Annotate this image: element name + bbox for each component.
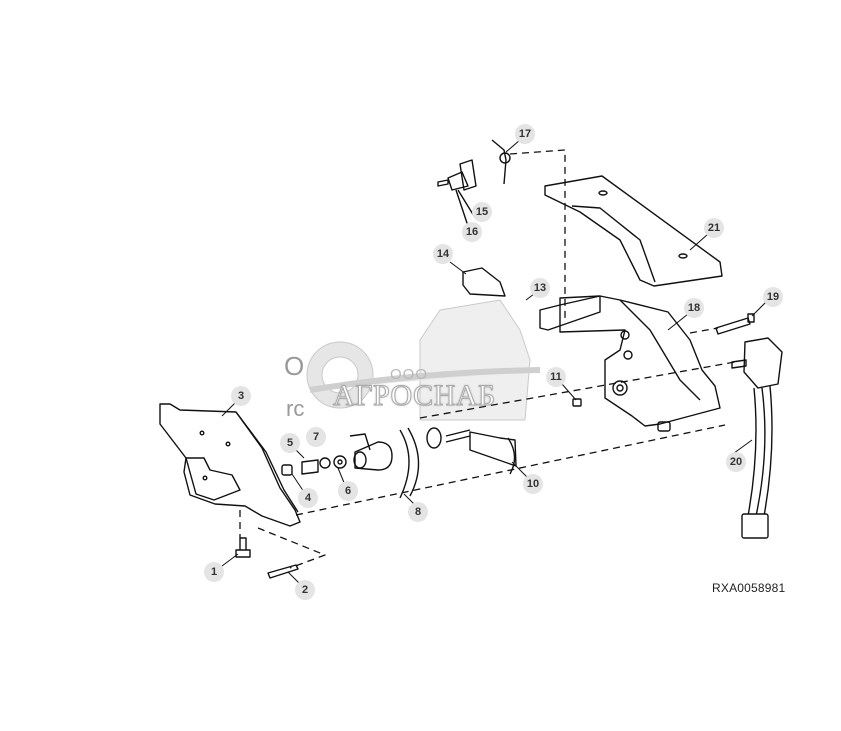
callout-17: 17 bbox=[515, 124, 535, 144]
callout-4: 4 bbox=[298, 488, 318, 508]
callout-13: 13 bbox=[530, 278, 550, 298]
callout-14: 14 bbox=[433, 244, 453, 264]
callout-7: 7 bbox=[306, 427, 326, 447]
callout-18: 18 bbox=[684, 298, 704, 318]
callout-15: 15 bbox=[472, 202, 492, 222]
reference-code: RXA0058981 bbox=[712, 581, 786, 595]
callout-6: 6 bbox=[338, 481, 358, 501]
watermark-brand: АГРОСНАБ bbox=[333, 379, 496, 413]
callout-11: 11 bbox=[546, 367, 566, 387]
callout-3: 3 bbox=[231, 386, 251, 406]
callout-5: 5 bbox=[280, 433, 300, 453]
callout-8: 8 bbox=[408, 502, 428, 522]
watermark-logo-graphic bbox=[306, 299, 541, 421]
callout-21: 21 bbox=[704, 218, 724, 238]
callout-16: 16 bbox=[462, 222, 482, 242]
callout-19: 19 bbox=[763, 287, 783, 307]
callout-20: 20 bbox=[726, 452, 746, 472]
watermark-prefix: ООО bbox=[390, 366, 429, 383]
watermark-fragment: rc bbox=[286, 396, 305, 421]
callout-2: 2 bbox=[295, 580, 315, 600]
callout-1: 1 bbox=[204, 562, 224, 582]
callout-10: 10 bbox=[523, 474, 543, 494]
watermark-fragment: О bbox=[284, 351, 305, 381]
